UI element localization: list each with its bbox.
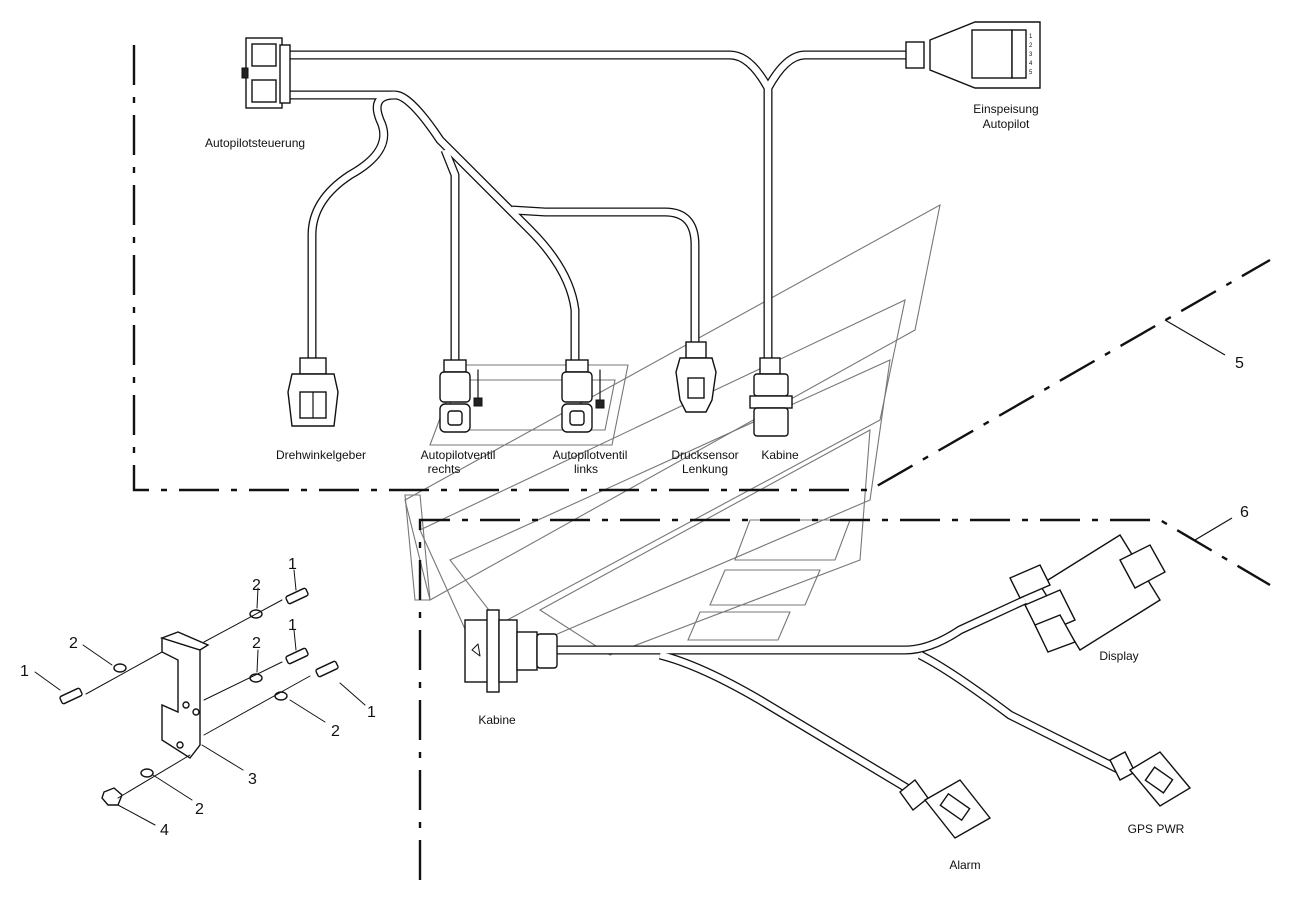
label-valve-right-1: Autopilotventil	[421, 448, 496, 462]
label-autopilot-control: Autopilotsteuerung	[205, 136, 305, 150]
valve-left-connector	[561, 359, 605, 433]
callout-washer-left: 2	[69, 635, 78, 652]
valve-right-connector	[439, 359, 483, 433]
callout-washer-top: 2	[252, 577, 261, 594]
pin-label: 2	[1029, 43, 1033, 49]
callout-6: 6	[1240, 504, 1249, 521]
labels: Autopilotsteuerung Einspeisung Autopilot…	[205, 102, 1185, 872]
autopilot-control-connector	[241, 37, 291, 109]
callout-bolt-right: 1	[367, 704, 376, 721]
label-angle-sensor: Drehwinkelgeber	[276, 448, 366, 462]
bolts-and-washers	[59, 587, 339, 806]
label-alarm: Alarm	[949, 858, 980, 872]
callout-bolt-left: 1	[20, 663, 29, 680]
display-connector	[1009, 534, 1166, 653]
callout-bolt-mid: 1	[288, 617, 297, 634]
section-boundary-5	[132, 45, 1271, 492]
callout-nut: 4	[160, 822, 169, 839]
upper-harness	[288, 50, 915, 362]
pin-label: 1	[1029, 34, 1033, 40]
label-gps-power: GPS PWR	[1128, 822, 1185, 836]
label-valve-left-1: Autopilotventil	[553, 448, 628, 462]
angle-sensor-connector	[287, 357, 339, 427]
callout-washer-right: 2	[331, 723, 340, 740]
label-display: Display	[1099, 649, 1138, 663]
label-power-feed-1: Einspeisung	[973, 102, 1038, 116]
pin-label: 3	[1029, 52, 1033, 58]
callout-washer-bottom: 2	[195, 801, 204, 818]
label-valve-left-2: links	[574, 462, 598, 476]
label-pressure-sensor-1: Drucksensor	[671, 448, 738, 462]
label-cab-upper: Kabine	[761, 448, 799, 462]
callout-5: 5	[1235, 355, 1244, 372]
label-cab-lower: Kabine	[478, 713, 516, 727]
callout-numbers: 5 6 1 2 1 2 2 1 1 2 3 2 4	[20, 355, 1249, 839]
alarm-connector	[899, 778, 992, 839]
label-power-feed-2: Autopilot	[983, 117, 1030, 131]
cab-connector-upper	[749, 357, 793, 437]
lower-harness	[555, 595, 1123, 794]
background-outline	[404, 203, 941, 656]
pin-label: 5	[1029, 70, 1033, 76]
callout-leaders	[34, 569, 366, 826]
mounting-bracket	[159, 631, 210, 759]
label-valve-right-2: rechts	[428, 462, 461, 476]
callout-bracket: 3	[248, 771, 257, 788]
pressure-sensor-connector	[675, 341, 717, 413]
callout-bolt-top: 1	[288, 556, 297, 573]
callout-washer-mid: 2	[252, 635, 261, 652]
cab-connector-lower	[464, 609, 558, 693]
power-feed-connector: 1 2 3 4 5	[905, 21, 1041, 89]
gps-power-connector	[1109, 751, 1192, 807]
label-pressure-sensor-2: Lenkung	[682, 462, 728, 476]
section-boundary-6	[418, 517, 1271, 880]
pin-label: 4	[1029, 61, 1033, 67]
